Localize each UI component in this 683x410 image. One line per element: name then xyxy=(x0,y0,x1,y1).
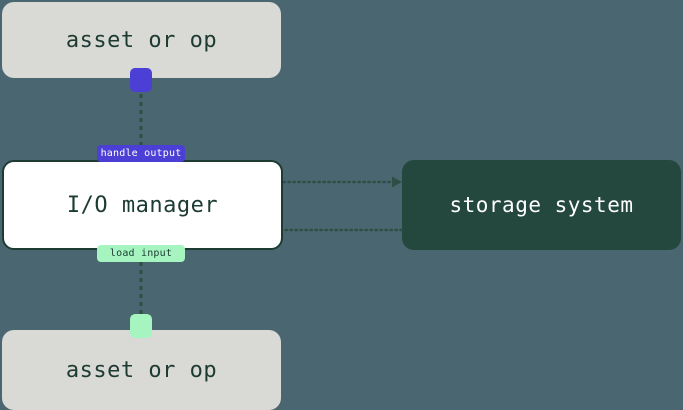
edge-label-load-input[interactable]: load input xyxy=(97,245,185,262)
edge-label-handle-output[interactable]: handle output xyxy=(97,145,185,162)
node-storage-system[interactable]: storage system xyxy=(402,160,681,250)
node-asset-or-op-top[interactable]: asset or op xyxy=(2,2,281,78)
input-port-handle[interactable] xyxy=(130,314,152,338)
node-io-manager[interactable]: I/O manager xyxy=(2,160,283,250)
arrowhead-into-storage xyxy=(392,176,402,188)
node-asset-or-op-bottom[interactable]: asset or op xyxy=(2,330,281,410)
node-asset-or-op-bottom-label: asset or op xyxy=(65,357,218,383)
node-io-manager-label: I/O manager xyxy=(66,192,219,218)
edge-label-handle-output-text: handle output xyxy=(100,148,182,159)
edge-label-load-input-text: load input xyxy=(109,248,173,259)
output-port-handle[interactable] xyxy=(130,68,152,92)
node-storage-system-label: storage system xyxy=(449,193,634,217)
node-asset-or-op-top-label: asset or op xyxy=(65,27,218,53)
